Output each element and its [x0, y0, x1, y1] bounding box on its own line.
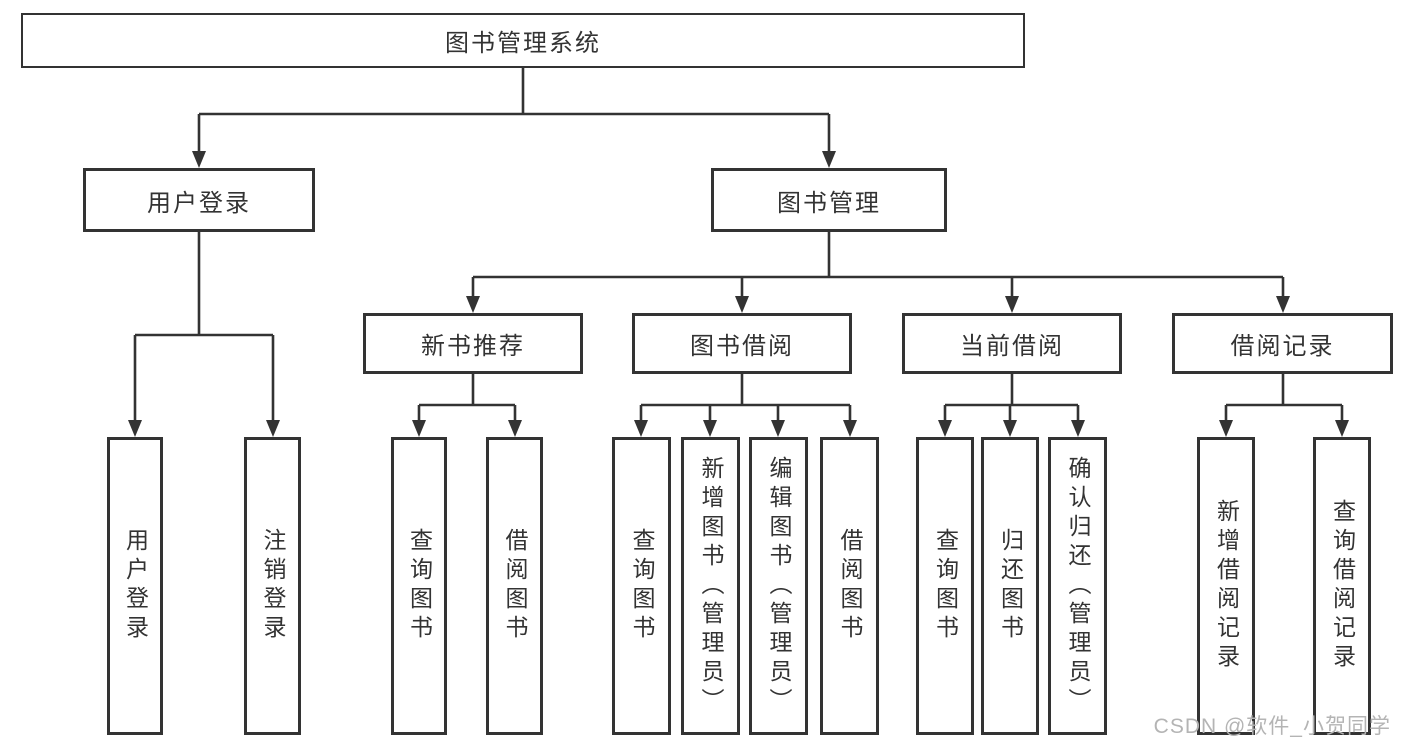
- leaf-label: 借阅图书: [837, 528, 863, 644]
- leaf-label: 查询图书: [932, 528, 959, 644]
- leaf-label: 确认归还（管理员）: [1065, 455, 1091, 717]
- leaf-label: 用户登录: [122, 528, 149, 644]
- leaf-add-borrow-record: 新增借阅记录: [1197, 437, 1255, 735]
- node-library-management-system: 图书管理系统: [21, 13, 1025, 68]
- node-new-book-recommend: 新书推荐: [363, 313, 583, 374]
- leaf-add-book-admin: 新增图书（管理员）: [681, 437, 740, 735]
- leaf-query-borrow-record: 查询借阅记录: [1313, 437, 1371, 735]
- connector-new-book-recommend-to-children: [412, 374, 522, 437]
- leaf-label: 新增图书（管理员）: [698, 455, 724, 717]
- leaf-query-books-borrow: 查询图书: [612, 437, 671, 735]
- leaf-logout: 注销登录: [244, 437, 301, 735]
- leaf-return-book: 归还图书: [981, 437, 1039, 735]
- connector-borrow-records-to-children: [1219, 374, 1349, 437]
- connector-root-to-level2: [192, 68, 836, 168]
- leaf-confirm-return-admin: 确认归还（管理员）: [1048, 437, 1107, 735]
- connector-user-login-to-children: [128, 232, 280, 437]
- leaf-user-login: 用户登录: [107, 437, 163, 735]
- leaf-label: 查询图书: [629, 528, 655, 644]
- node-book-management: 图书管理: [711, 168, 947, 232]
- leaf-label: 编辑图书（管理员）: [766, 455, 792, 717]
- csdn-watermark: CSDN @软件_小贺同学: [1153, 715, 1391, 738]
- node-user-login: 用户登录: [83, 168, 315, 232]
- node-book-borrow: 图书借阅: [632, 313, 852, 374]
- node-current-borrow: 当前借阅: [902, 313, 1122, 374]
- connector-current-borrow-to-children: [938, 374, 1085, 437]
- leaf-borrow-books-recommend: 借阅图书: [486, 437, 543, 735]
- leaf-edit-book-admin: 编辑图书（管理员）: [749, 437, 808, 735]
- node-borrow-records: 借阅记录: [1172, 313, 1393, 374]
- leaf-label: 查询借阅记录: [1329, 499, 1356, 673]
- connector-book-borrow-to-children: [634, 374, 857, 437]
- leaf-borrow-books-borrow: 借阅图书: [820, 437, 879, 735]
- leaf-label: 查询图书: [406, 528, 433, 644]
- leaf-label: 注销登录: [260, 528, 286, 644]
- leaf-label: 借阅图书: [502, 528, 528, 644]
- leaf-query-books-current: 查询图书: [916, 437, 974, 735]
- connector-book-management-to-children: [466, 232, 1290, 313]
- leaf-label: 归还图书: [997, 528, 1024, 644]
- leaf-query-books-recommend: 查询图书: [391, 437, 447, 735]
- leaf-label: 新增借阅记录: [1213, 499, 1240, 673]
